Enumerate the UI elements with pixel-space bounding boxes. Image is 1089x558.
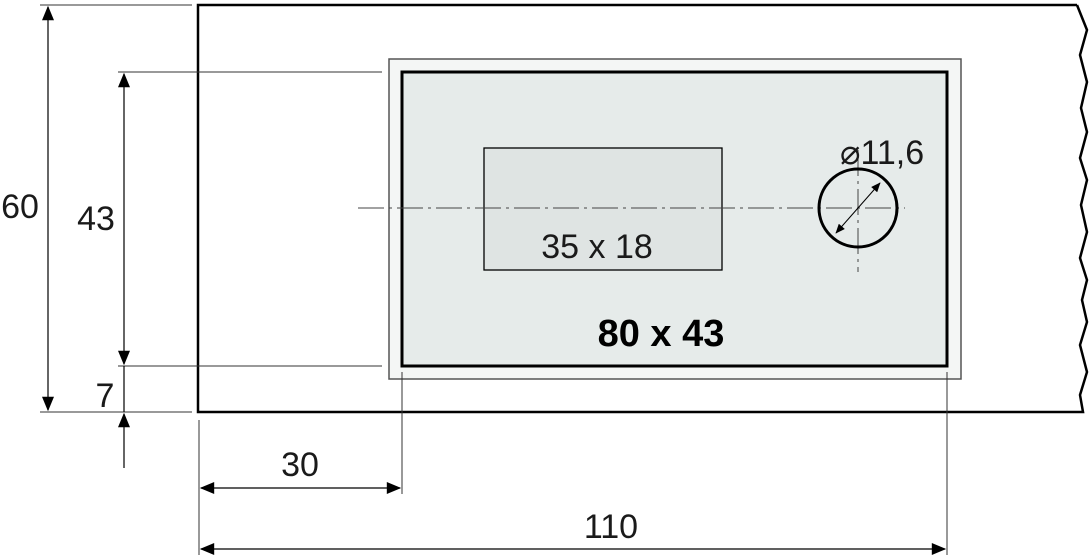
- hole-diameter-line: [835, 182, 881, 234]
- hole-diameter-label: ⌀11,6: [840, 134, 924, 172]
- window-size-label: 35 x 18: [541, 228, 653, 266]
- dim-label-30: 30: [281, 446, 319, 484]
- dim-label-60: 60: [1, 188, 39, 226]
- panel-size-label: 80 x 43: [598, 313, 725, 355]
- dim-label-43: 43: [77, 200, 115, 238]
- hole-circle: [817, 167, 899, 249]
- window-35x18: [483, 147, 723, 271]
- dim-label-110: 110: [584, 508, 638, 546]
- dim-label-7: 7: [96, 377, 115, 415]
